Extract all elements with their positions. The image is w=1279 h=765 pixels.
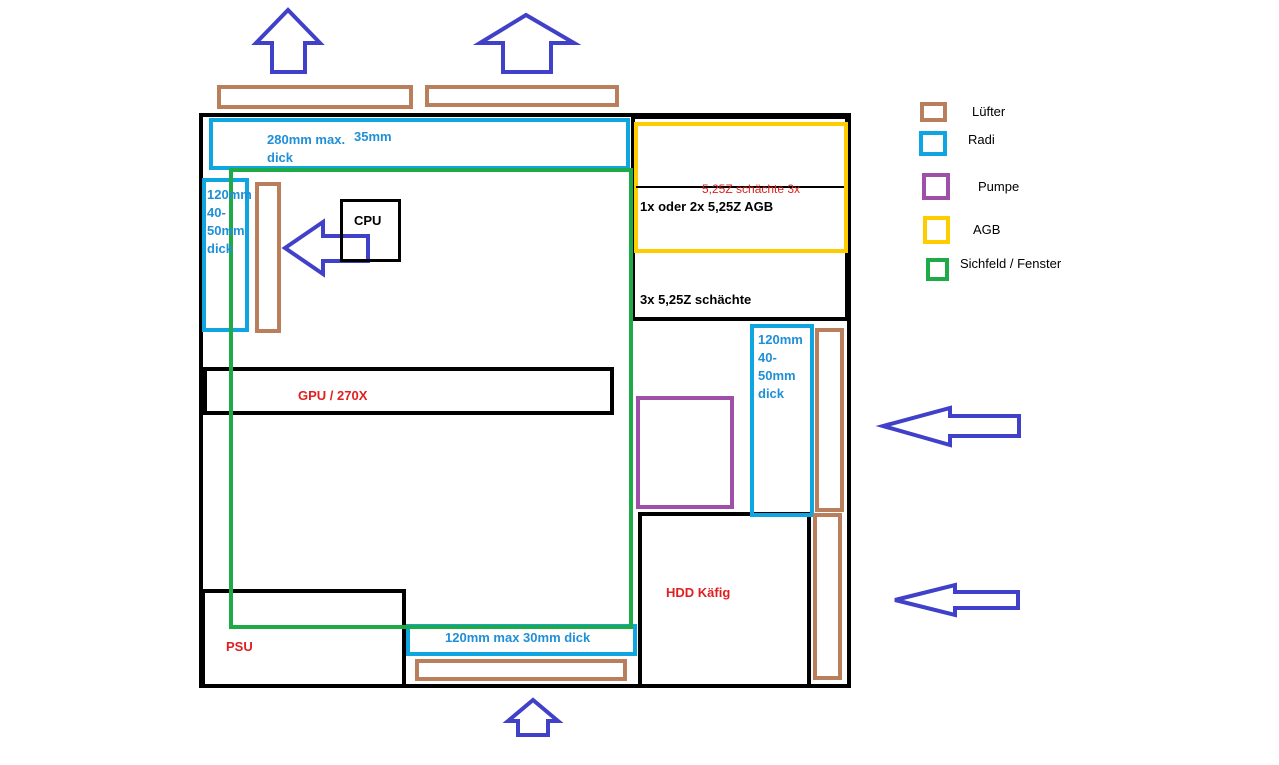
cpu-box xyxy=(340,199,401,262)
right-radiator-label-4: dick xyxy=(758,386,785,401)
drive-bays-overlap-label: 5,25Z schächte 3x xyxy=(702,182,801,196)
gpu-box xyxy=(203,367,614,415)
left-radiator-label-1: 120mm xyxy=(207,187,252,202)
window-area xyxy=(229,168,633,629)
legend-label-luefter: Lüfter xyxy=(972,104,1006,119)
agb-slot-label: 1x oder 2x 5,25Z AGB xyxy=(640,199,774,214)
right-fan-lower xyxy=(813,513,842,680)
bottom-intake-arrow xyxy=(502,697,564,737)
cpu-label: CPU xyxy=(354,213,382,228)
legend-label-radi: Radi xyxy=(968,132,995,147)
top-left-exhaust-arrow xyxy=(251,7,325,74)
left-radiator-label-3: 50mm xyxy=(207,223,245,238)
legend-label-pumpe: Pumpe xyxy=(978,179,1020,194)
left-radiator-label-2: 40- xyxy=(207,205,226,220)
case-outline xyxy=(199,113,851,688)
hdd-cage xyxy=(638,512,811,688)
hdd-label: HDD Käfig xyxy=(666,585,731,600)
top-right-exhaust-arrow xyxy=(472,12,582,74)
front-intake-arrow-upper xyxy=(875,405,1021,448)
legend-swatch-sichtfeld xyxy=(926,258,949,281)
left-radiator-label-4: dick xyxy=(207,241,234,256)
bottom-radiator-label: 120mm max 30mm dick xyxy=(445,630,591,645)
psu-label: PSU xyxy=(226,639,253,654)
bottom-fan xyxy=(415,659,627,681)
agb-slot-divider xyxy=(636,186,844,188)
top-radiator-label-2: dick xyxy=(267,150,294,165)
right-fan-upper xyxy=(815,328,844,512)
bays-label: 3x 5,25Z schächte xyxy=(640,292,752,307)
left-radiator xyxy=(202,178,249,332)
legend-swatch-pumpe xyxy=(922,173,950,200)
top-radiator-label-3: 35mm xyxy=(354,129,392,144)
cpu-flow-arrow xyxy=(281,218,370,278)
left-fan xyxy=(255,182,281,333)
psu-box xyxy=(201,589,406,688)
legend-swatch-luefter xyxy=(920,102,947,122)
right-radiator-label-3: 50mm xyxy=(758,368,796,383)
right-radiator-label-1: 120mm xyxy=(758,332,803,347)
front-intake-arrow-lower xyxy=(894,582,1020,618)
top-fan-right xyxy=(425,85,619,107)
legend-label-agb: AGB xyxy=(973,222,1001,237)
gpu-label: GPU / 270X xyxy=(298,388,368,403)
legend-swatch-radi xyxy=(919,131,947,156)
right-radiator-label-2: 40- xyxy=(758,350,777,365)
top-radiator-label-1: 280mm max. xyxy=(267,132,346,147)
legend-label-sichtfeld: Sichfeld / Fenster xyxy=(960,256,1062,271)
pump-box xyxy=(636,396,734,509)
top-fan-left xyxy=(217,85,413,109)
right-radiator xyxy=(750,324,814,517)
legend-swatch-agb xyxy=(923,216,950,244)
